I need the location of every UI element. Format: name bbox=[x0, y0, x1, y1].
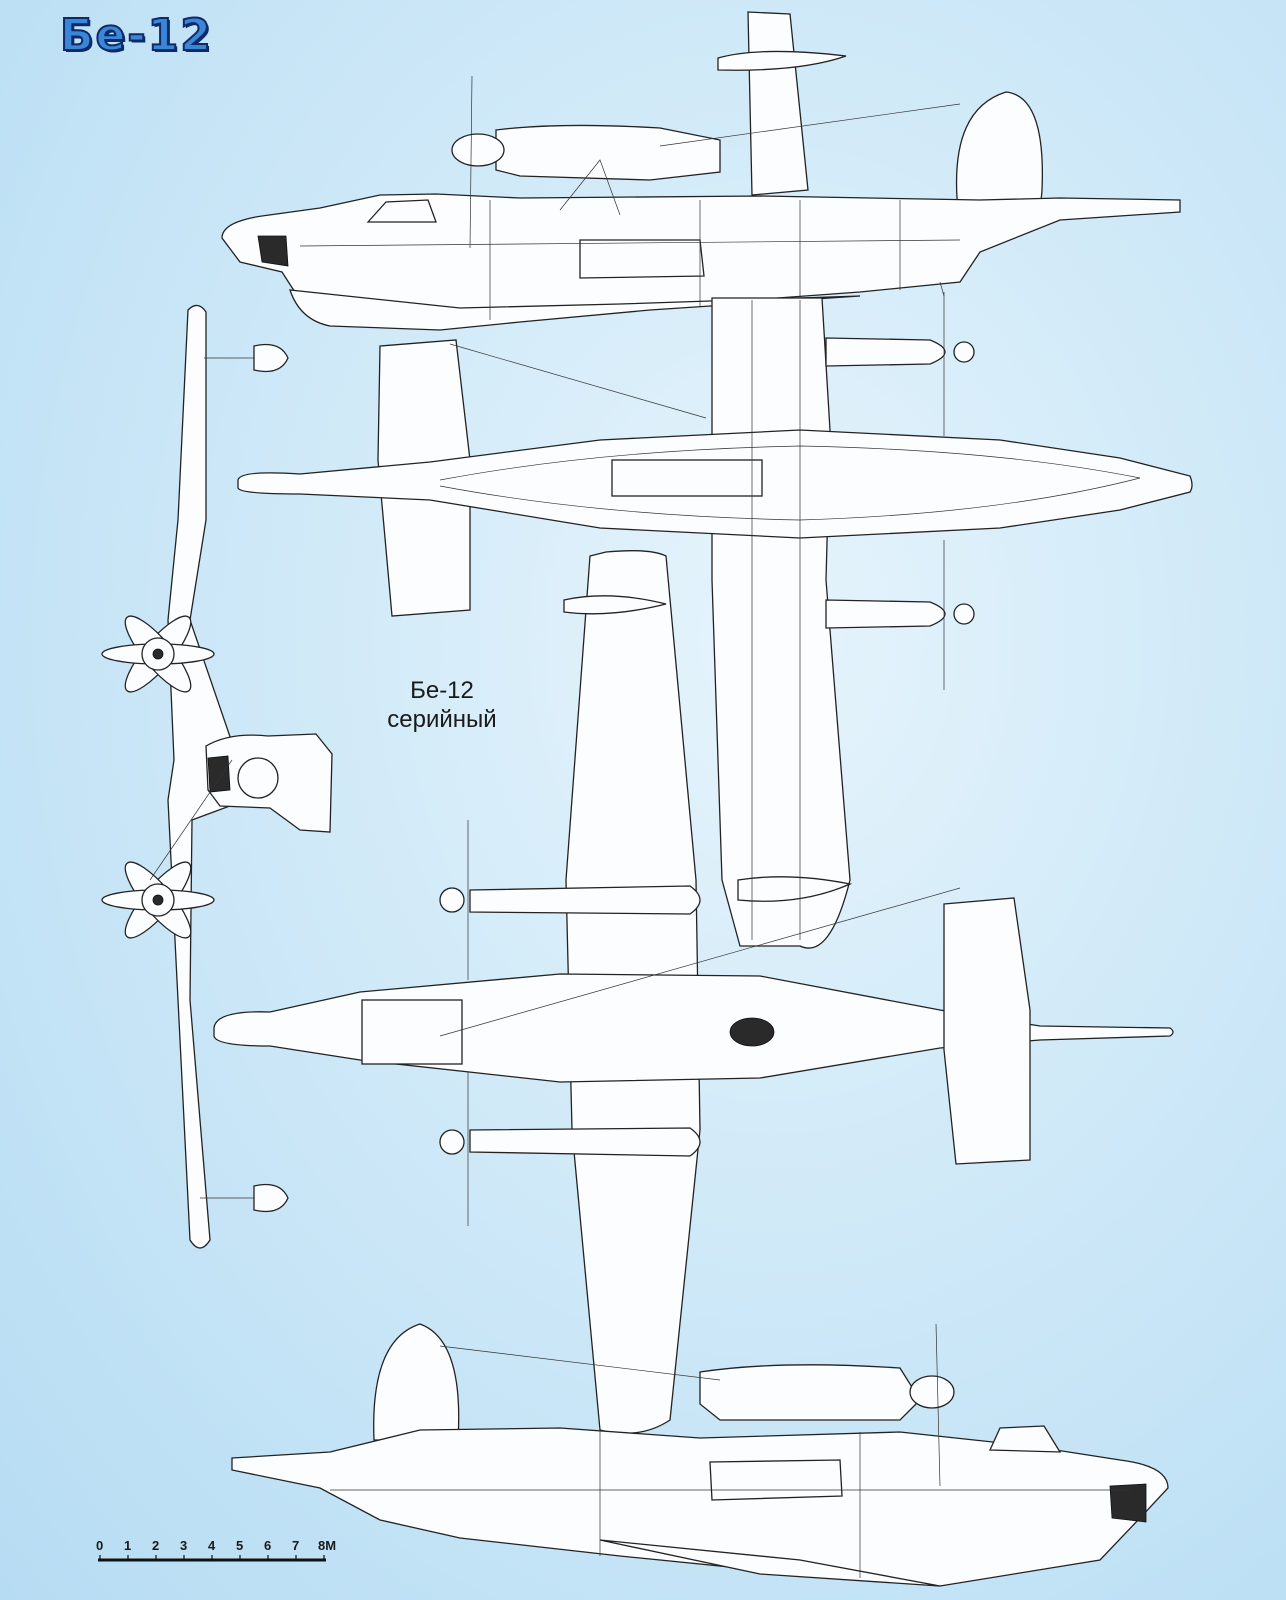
scale-label-4: 4 bbox=[208, 1538, 216, 1553]
page-title: Бе-12 bbox=[59, 9, 213, 62]
plan-view-upper bbox=[237, 292, 1193, 949]
front-view bbox=[101, 304, 333, 1249]
scale-label-7: 7 bbox=[292, 1538, 299, 1553]
side-view-top bbox=[221, 11, 1181, 331]
side-view-bottom bbox=[231, 1323, 1169, 1587]
scale-label-8: 8M bbox=[318, 1538, 336, 1553]
scale-label-5: 5 bbox=[236, 1538, 243, 1553]
plan-view-lower bbox=[213, 550, 1174, 1434]
scale-label-3: 3 bbox=[180, 1538, 187, 1553]
propeller-upper bbox=[101, 615, 215, 693]
caption-variant: серийный bbox=[387, 706, 497, 733]
scale-label-2: 2 bbox=[152, 1538, 159, 1553]
variant-caption: Бе-12 серийный bbox=[372, 676, 512, 734]
scale-label-6: 6 bbox=[264, 1538, 271, 1553]
scale-label-0: 0 bbox=[96, 1538, 103, 1553]
propeller-lower bbox=[101, 861, 215, 939]
scale-label-1: 1 bbox=[124, 1538, 131, 1553]
scale-bar: 0 1 2 3 4 5 6 7 8M bbox=[96, 1538, 336, 1562]
caption-model: Бе-12 bbox=[410, 677, 474, 704]
